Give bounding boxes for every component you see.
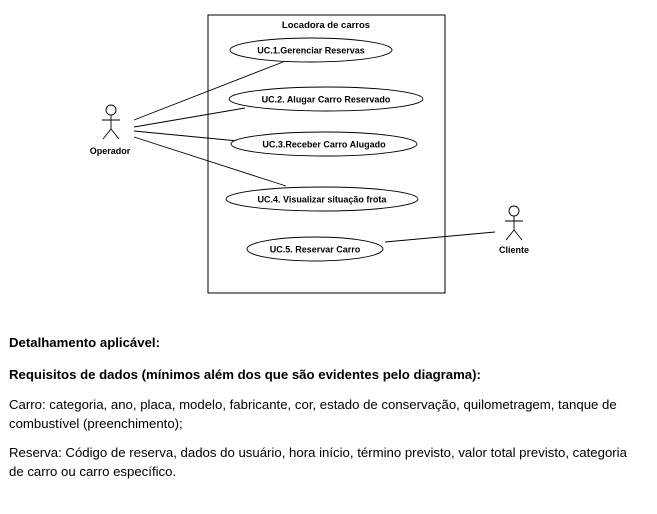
use-case-label: UC.4. Visualizar situação frota — [258, 195, 388, 205]
carro-requirements: Carro: categoria, ano, placa, modelo, fa… — [9, 397, 617, 431]
use-case-uc2: UC.2. Alugar Carro Reservado — [228, 86, 424, 112]
actor-label: Cliente — [499, 245, 529, 255]
system-title: Locadora de carros — [282, 20, 370, 31]
association-operador-uc3 — [133, 130, 239, 142]
association-operador-uc2 — [133, 107, 246, 128]
actor-figure-icon — [102, 104, 120, 140]
actor-cliente: Cliente — [499, 205, 529, 255]
actor-figure-icon — [505, 205, 523, 241]
use-case-ellipse — [246, 236, 384, 262]
use-case-uc4: UC.4. Visualizar situação frota — [225, 186, 419, 212]
use-case-ellipse — [229, 37, 393, 63]
association-cliente-uc5 — [384, 231, 496, 243]
use-case-uc3: UC.3.Receber Carro Alugado — [230, 131, 418, 157]
use-case-label: UC.2. Alugar Carro Reservado — [262, 95, 391, 105]
actor-label: Operador — [90, 146, 131, 156]
use-case-label: UC.5. Reservar Carro — [270, 245, 361, 255]
reserva-requirements: Reserva: Código de reserva, dados do usu… — [9, 445, 627, 479]
use-case-ellipse — [228, 86, 424, 112]
use-case-ellipse — [225, 186, 419, 212]
use-case-uc1: UC.1.Gerenciar Reservas — [229, 37, 393, 63]
detail-heading: Detalhamento aplicável: — [9, 335, 160, 350]
use-case-ellipse — [230, 131, 418, 157]
use-case-label: UC.3.Receber Carro Alugado — [262, 140, 386, 150]
use-case-diagram: Locadora de carros UC.1.Gerenciar Reserv… — [90, 14, 529, 294]
use-case-uc5: UC.5. Reservar Carro — [246, 236, 384, 262]
use-case-label: UC.1.Gerenciar Reservas — [257, 46, 365, 56]
association-operador-uc4 — [133, 136, 287, 187]
data-requirements-heading: Requisitos de dados (mínimos além dos qu… — [9, 367, 481, 382]
actor-operador: Operador — [90, 104, 131, 156]
association-operador-uc1 — [133, 61, 284, 121]
